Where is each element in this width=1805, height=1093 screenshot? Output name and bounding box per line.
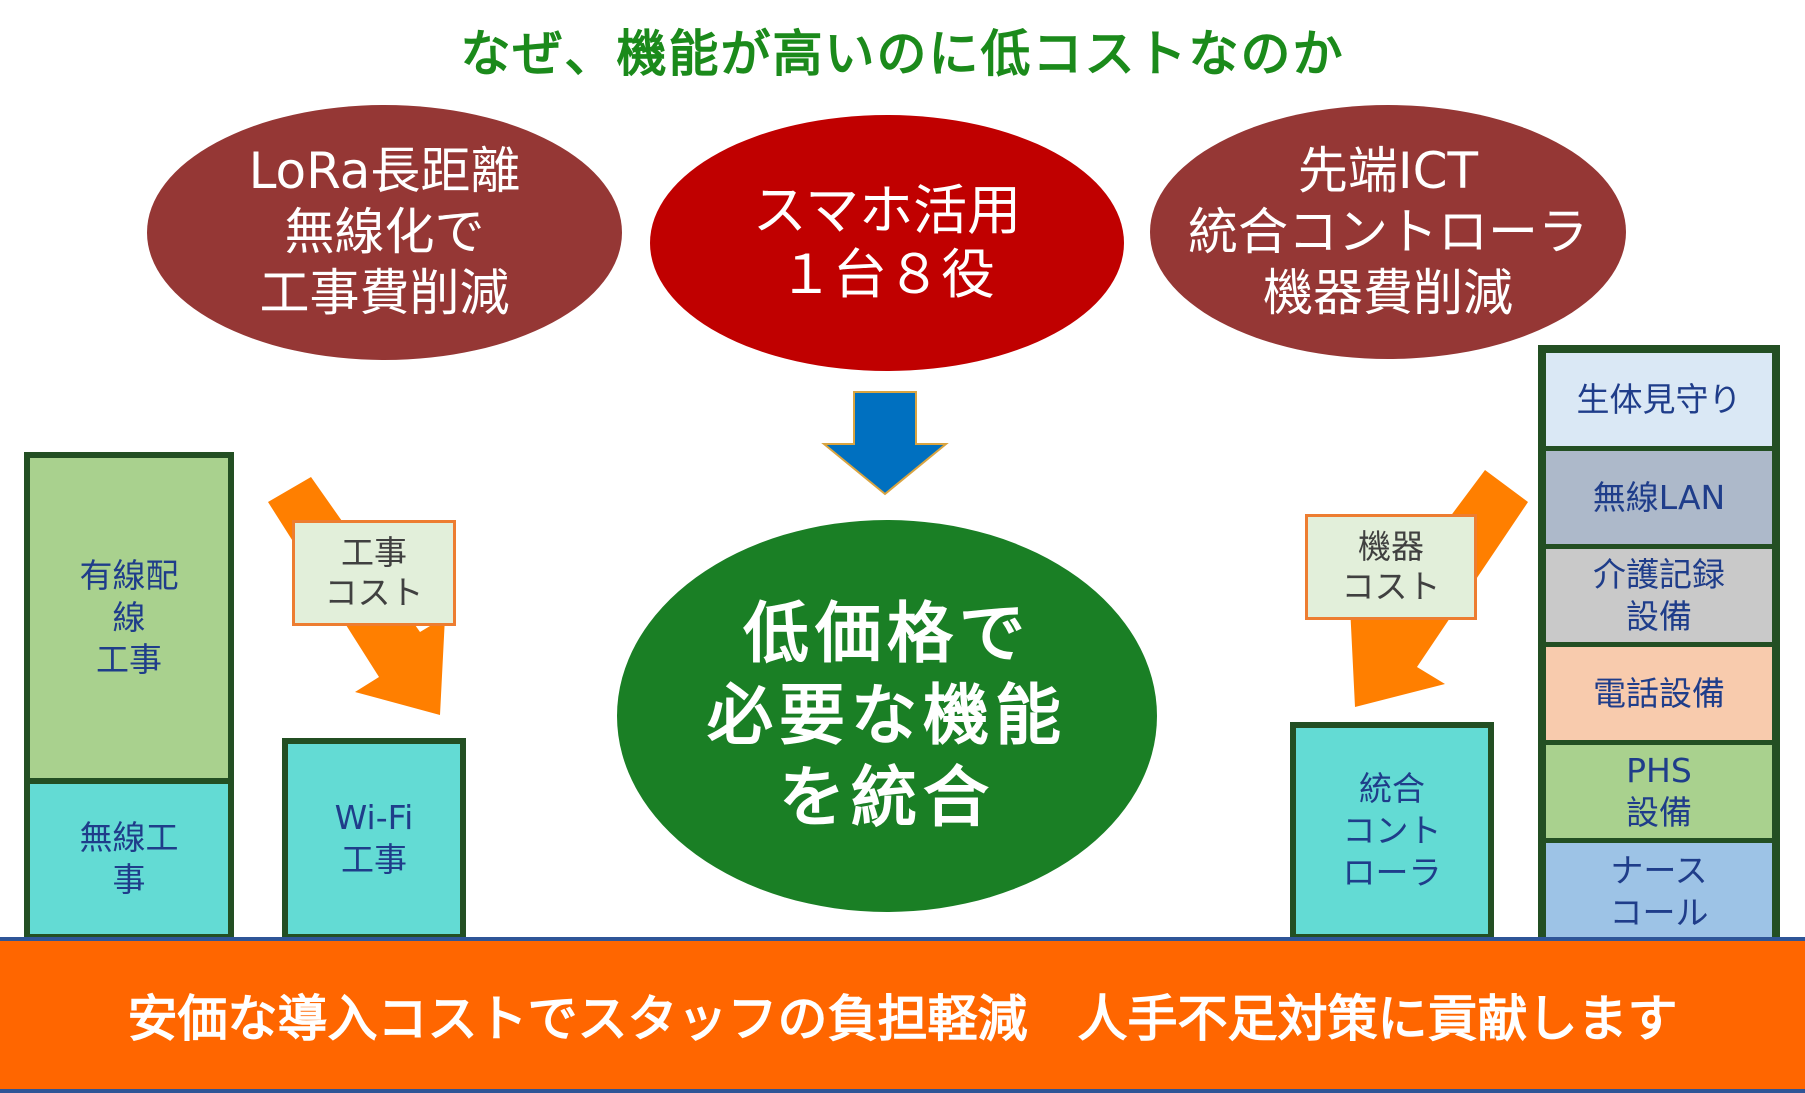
stack-item-label: PHS 設備: [1626, 750, 1692, 832]
wireless-work-box: 無線工 事: [24, 778, 234, 940]
bottom-banner: 安価な導入コストでスタッフの負担軽減 人手不足対策に貢献します: [0, 937, 1805, 1093]
wifi-work-box: Wi-Fi 工事: [282, 738, 466, 940]
oval-ict-text: 先端ICT 統合コントローラ 機器費削減: [1188, 141, 1588, 322]
wired-work-label: 有線配 線 工事: [79, 556, 179, 679]
construction-cost-label: 工事 コスト: [292, 520, 456, 626]
stack-item-wireless-lan: 無線LAN: [1546, 451, 1772, 549]
stack-item-label: ナース コール: [1609, 850, 1709, 932]
equipment-cost-label: 機器 コスト: [1305, 514, 1477, 620]
oval-integration: 低価格で 必要な機能 を統合: [617, 520, 1157, 912]
stack-item-label: 生体見守り: [1576, 379, 1742, 419]
stack-item-nurse-call: ナース コール: [1546, 843, 1772, 940]
wireless-work-label: 無線工 事: [79, 818, 179, 899]
controller-label: 統合 コント ローラ: [1342, 769, 1442, 892]
wifi-work-label: Wi-Fi 工事: [334, 798, 414, 879]
oval-integration-text: 低価格で 必要な機能 を統合: [707, 595, 1067, 836]
down-arrow-icon: [821, 391, 949, 496]
wired-work-box: 有線配 線 工事: [24, 452, 234, 784]
bottom-banner-text: 安価な導入コストでスタッフの負担軽減 人手不足対策に貢献します: [127, 990, 1678, 1048]
controller-box: 統合 コント ローラ: [1290, 722, 1494, 940]
oval-lora-text: LoRa長距離 無線化で 工事費削減: [248, 142, 521, 322]
page-title: なぜ、機能が高いのに低コストなのか: [460, 25, 1345, 83]
stack-item-label: 介護記録 設備: [1593, 554, 1725, 636]
oval-lora-wireless: LoRa長距離 無線化で 工事費削減: [147, 105, 622, 360]
stack-item-vital-monitoring: 生体見守り: [1546, 353, 1772, 451]
stack-item-telephone: 電話設備: [1546, 647, 1772, 745]
oval-smartphone-text: スマホ活用 １台８役: [752, 179, 1022, 306]
stack-item-care-records: 介護記録 設備: [1546, 549, 1772, 647]
oval-smartphone: スマホ活用 １台８役: [650, 115, 1124, 371]
oval-ict-controller: 先端ICT 統合コントローラ 機器費削減: [1150, 105, 1626, 359]
stack-item-phs: PHS 設備: [1546, 745, 1772, 843]
stack-item-label: 無線LAN: [1592, 477, 1726, 517]
construction-cost-text: 工事 コスト: [324, 533, 424, 612]
stack-item-label: 電話設備: [1593, 673, 1725, 713]
equipment-cost-text: 機器 コスト: [1341, 527, 1441, 606]
